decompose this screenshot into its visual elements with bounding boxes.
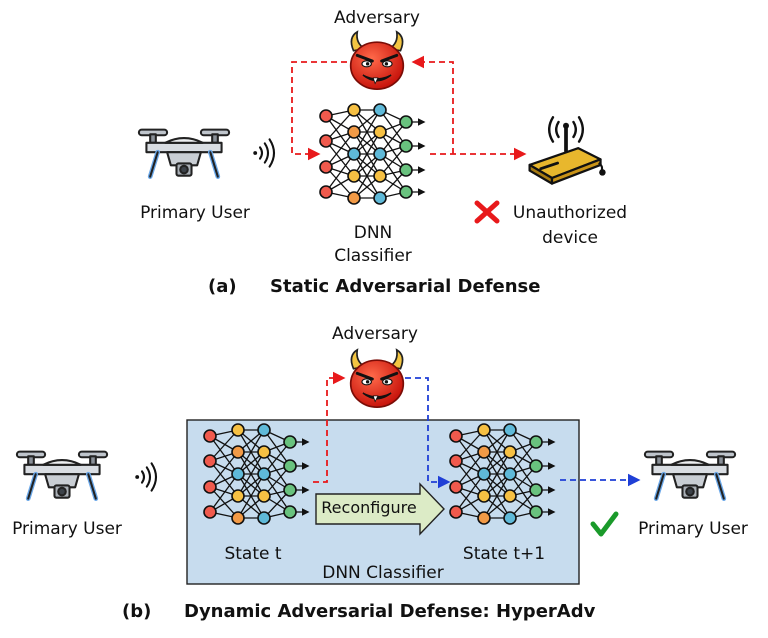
adversary-label: Adversary <box>332 324 418 344</box>
reconfigured-path <box>405 377 641 489</box>
panel-a <box>139 30 608 224</box>
dnn-label: DNN <box>353 223 393 243</box>
caption-a-letter: (a) <box>208 276 237 297</box>
primary-user-label: Primary User <box>140 203 250 223</box>
caption-a-title: Static Adversarial Defense <box>270 276 541 297</box>
primary-user-right-label: Primary User <box>638 519 748 539</box>
devil-icon <box>349 348 405 409</box>
caption-b-title: Dynamic Adversarial Defense: HyperAdv <box>184 601 596 622</box>
state-t1-label: State t+1 <box>462 544 546 564</box>
router-icon <box>528 115 608 186</box>
adversary-label: Adversary <box>334 8 420 28</box>
adversary-path-a <box>291 55 527 161</box>
device-label: device <box>542 228 598 248</box>
drone-icon <box>17 452 107 499</box>
panel-b <box>17 348 735 585</box>
drone-icon <box>645 452 735 499</box>
check-icon <box>590 511 619 537</box>
primary-user-left-label: Primary User <box>12 519 122 539</box>
adversary-attack-path <box>313 371 346 483</box>
drone-icon <box>139 130 229 177</box>
neural-network-icon <box>320 104 424 204</box>
wireless-signal-icon <box>134 462 158 492</box>
caption-b-letter: (b) <box>122 601 152 622</box>
unauthorized-label: Unauthorized <box>512 203 628 223</box>
state-t-label: State t <box>224 544 282 564</box>
reconfigure-label: Reconfigure <box>321 498 417 517</box>
classifier-label: Classifier <box>334 246 412 266</box>
reconfigure-arrow <box>315 482 445 536</box>
devil-icon <box>349 30 405 91</box>
dnn-classifier-label: DNN Classifier <box>322 563 444 583</box>
cross-icon <box>474 200 500 224</box>
wireless-signal-icon <box>252 138 276 168</box>
